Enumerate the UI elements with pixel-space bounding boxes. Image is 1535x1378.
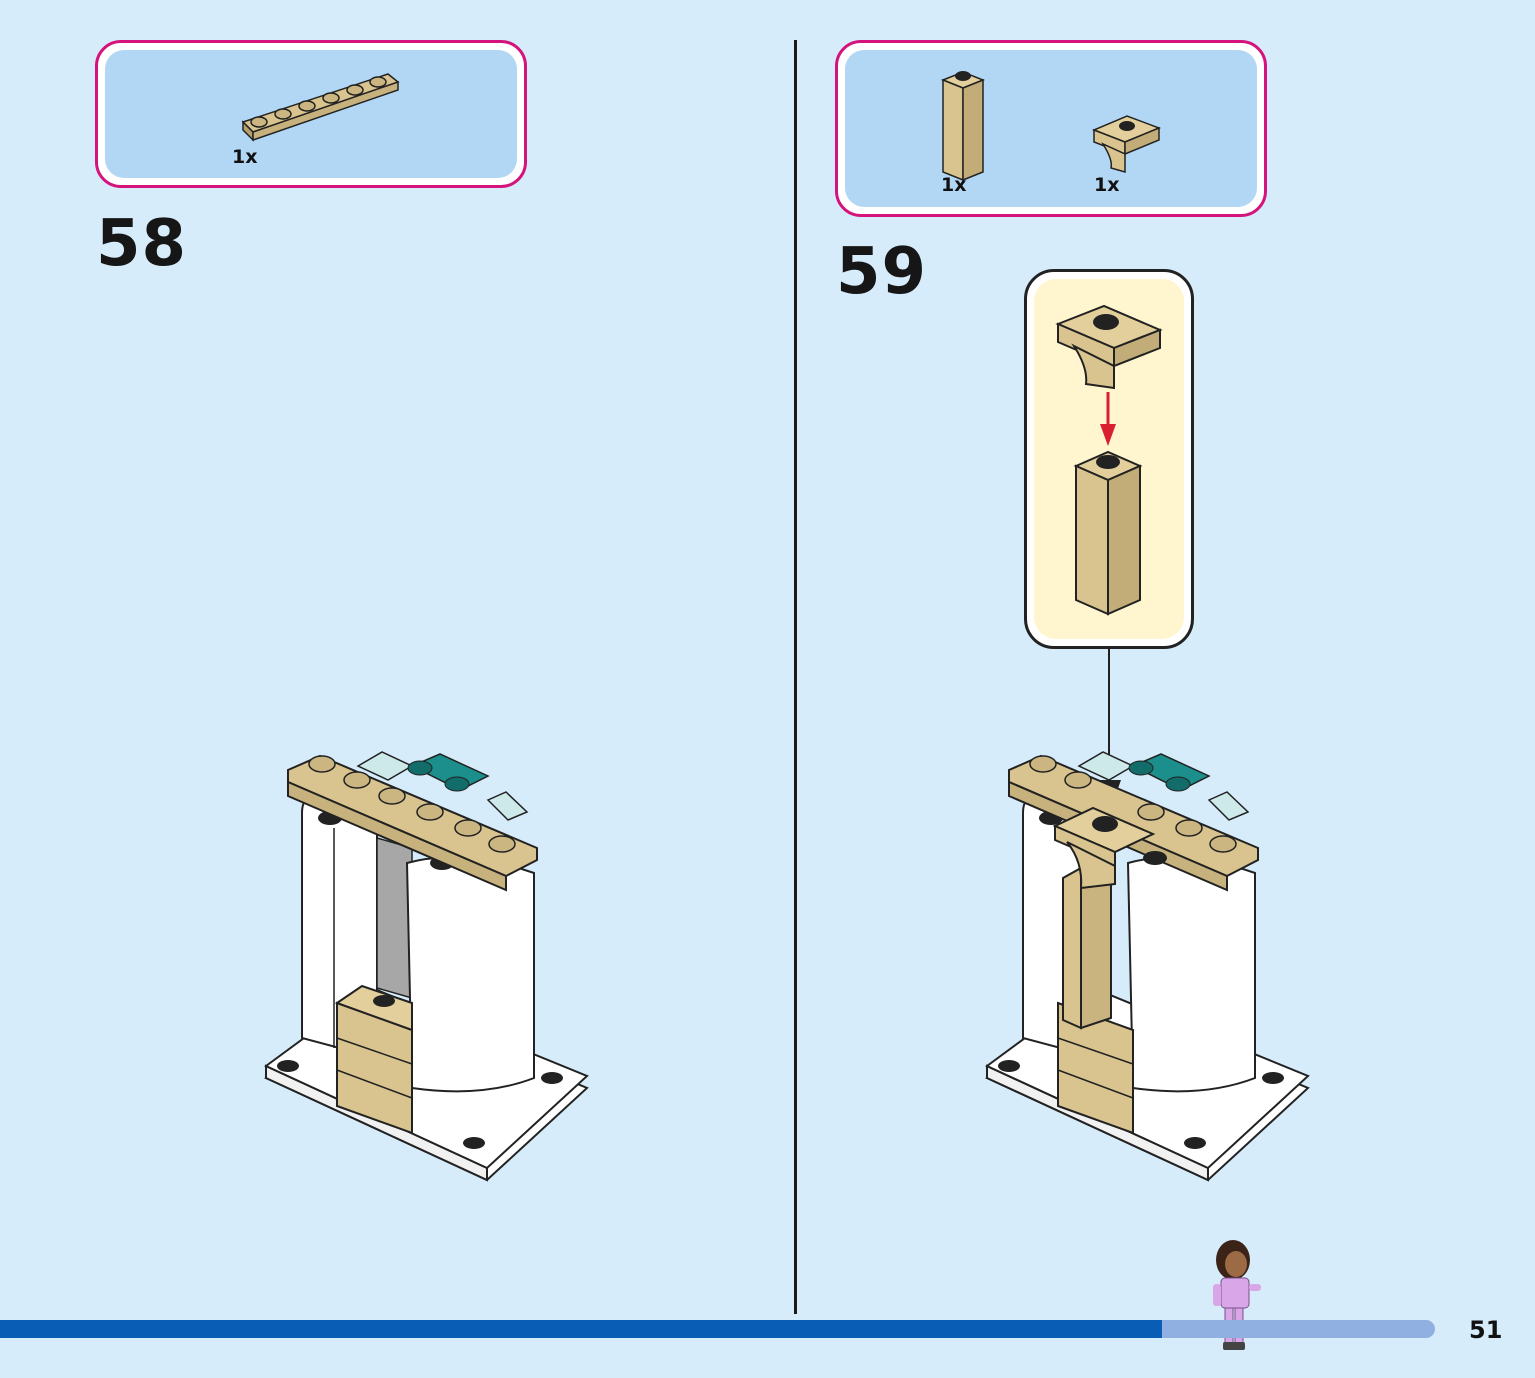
tan-plate-1x6-icon [241,73,400,142]
parts-box-inner: 1x [105,50,517,178]
part-quantity: 1x [1094,174,1120,196]
page-number: 51 [1469,1316,1503,1344]
build-progress-fill [0,1320,1163,1338]
step-59-assembly-model [985,751,1310,1182]
step-number: 58 [96,207,188,281]
part-quantity: 1x [232,146,258,168]
page-divider [794,40,797,1314]
tan-brick-1x1x3-icon [940,71,986,182]
step-58-assembly-model [264,751,589,1182]
build-progress-bar [0,1320,1435,1338]
part-quantity: 1x [941,174,967,196]
parts-box-inner: 1x 1x [845,50,1257,207]
tan-bracket-icon [1092,115,1162,173]
parts-box-step-58: 1x [95,40,527,188]
step-number: 59 [836,235,928,309]
parts-box-step-59: 1x 1x [835,40,1267,217]
callout-parts-illustration [1055,304,1163,616]
